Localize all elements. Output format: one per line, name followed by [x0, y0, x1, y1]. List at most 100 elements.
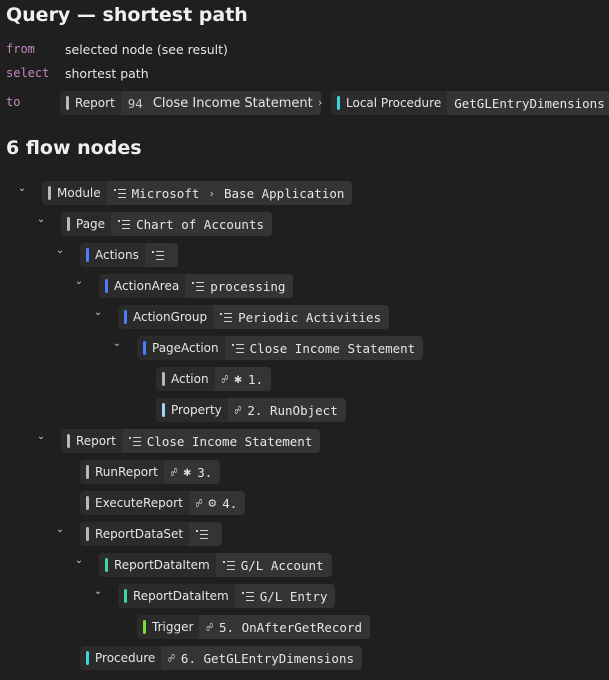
- node-value: 1.: [248, 371, 264, 387]
- flow-node[interactable]: PageAction Close Income Statement: [137, 336, 424, 360]
- kind-color-bar: [124, 589, 127, 603]
- chevron-down-icon[interactable]: ⌄: [74, 276, 84, 287]
- object-id: 94: [127, 95, 143, 111]
- node-value: G/L Entry: [259, 588, 328, 604]
- node-value: 3.: [197, 464, 213, 480]
- chevron-down-icon[interactable]: ⌄: [17, 183, 27, 194]
- flow-node[interactable]: Trigger ☍ 5. OnAfterGetRecord: [137, 615, 371, 639]
- chevron-down-icon[interactable]: ⌄: [55, 245, 65, 256]
- chevron-down-icon[interactable]: ⌄: [36, 431, 46, 442]
- node-value: processing: [210, 278, 286, 294]
- to-target-chip[interactable]: Local Procedure GetGLEntryDimensions: [331, 91, 609, 115]
- query-from-value: selected node (see result): [65, 42, 228, 57]
- chevron-down-icon[interactable]: ⌄: [112, 338, 122, 349]
- gear-icon: ⚙: [208, 495, 217, 511]
- node-kind: ExecuteReport: [95, 496, 183, 510]
- query-from-keyword: from: [6, 42, 35, 56]
- chip-kind: Local Procedure: [346, 96, 442, 110]
- list-icon: [128, 436, 141, 446]
- flow-node[interactable]: ActionGroup Periodic Activities: [118, 305, 390, 329]
- node-kind: ReportDataSet: [95, 527, 184, 541]
- chip-kind: Report: [75, 96, 115, 110]
- list-icon: [192, 281, 205, 291]
- node-kind: ActionGroup: [133, 310, 208, 324]
- node-kind: Report: [76, 434, 116, 448]
- node-kind: ReportDataItem: [114, 558, 210, 572]
- kind-color-bar: [143, 620, 146, 634]
- action-icon: ✱: [183, 464, 192, 480]
- list-icon: [241, 591, 254, 601]
- node-kind: Procedure: [95, 651, 156, 665]
- query-to-keyword: to: [6, 95, 21, 109]
- kind-color-bar: [105, 279, 108, 293]
- flow-node[interactable]: RunReport ☍ ✱ 3.: [80, 460, 221, 484]
- flow-node[interactable]: ReportDataItem G/L Account: [99, 553, 332, 577]
- node-value: Periodic Activities: [238, 309, 382, 325]
- flow-node[interactable]: Property ☍ 2. RunObject: [156, 398, 346, 422]
- action-icon: ✱: [234, 371, 243, 387]
- kind-color-bar: [67, 217, 70, 231]
- kind-color-bar: [86, 248, 89, 262]
- kind-color-bar: [162, 372, 165, 386]
- kind-color-bar: [86, 465, 89, 479]
- link-icon: ☍: [206, 620, 214, 634]
- node-value: G/L Account: [240, 557, 324, 573]
- chevron-right-icon: ›: [318, 96, 323, 109]
- kind-color-bar: [66, 96, 69, 110]
- query-select-value: shortest path: [65, 66, 149, 81]
- kind-color-bar: [143, 341, 146, 355]
- node-value: Microsoft: [131, 185, 200, 201]
- flow-node[interactable]: ReportDataItem G/L Entry: [118, 584, 336, 608]
- flow-node[interactable]: Action☍✱1.: [156, 367, 272, 391]
- kind-color-bar: [124, 310, 127, 324]
- list-icon: [231, 343, 244, 353]
- link-icon: ☍: [195, 496, 203, 510]
- kind-color-bar: [86, 527, 89, 541]
- query-select-keyword: select: [6, 66, 50, 80]
- node-value: 2. RunObject: [247, 402, 338, 418]
- flow-node[interactable]: Actions: [80, 243, 178, 267]
- node-value: Close Income Statement: [249, 340, 416, 356]
- node-kind: ReportDataItem: [133, 589, 229, 603]
- node-value: Base Application: [224, 185, 345, 201]
- node-kind: Actions: [95, 248, 139, 262]
- flow-title: 6 flow nodes: [6, 137, 142, 159]
- node-kind: Page: [76, 217, 106, 231]
- flow-node[interactable]: ReportDataSet: [80, 522, 223, 546]
- chevron-down-icon[interactable]: ⌄: [93, 307, 103, 318]
- list-icon: [220, 312, 233, 322]
- list-icon: [196, 529, 209, 539]
- node-kind: RunReport: [95, 465, 158, 479]
- flow-node[interactable]: ExecuteReport ☍ ⚙ 4.: [80, 491, 246, 515]
- list-icon: [113, 188, 126, 198]
- chevron-down-icon[interactable]: ⌄: [55, 524, 65, 535]
- chevron-down-icon[interactable]: ⌄: [74, 555, 84, 566]
- node-value: 5. OnAfterGetRecord: [219, 619, 363, 635]
- link-icon: ☍: [234, 403, 242, 417]
- chevron-down-icon[interactable]: ⌄: [36, 214, 46, 225]
- object-name: GetGLEntryDimensions: [454, 95, 605, 111]
- node-kind: Action: [171, 372, 209, 386]
- flow-node[interactable]: Procedure ☍ 6. GetGLEntryDimensions: [80, 646, 363, 670]
- node-value: 6. GetGLEntryDimensions: [180, 650, 355, 666]
- kind-color-bar: [67, 434, 70, 448]
- node-value: 4.: [222, 495, 238, 511]
- link-icon: ☍: [170, 465, 178, 479]
- node-kind: PageAction: [152, 341, 219, 355]
- kind-color-bar: [162, 403, 165, 417]
- flow-node[interactable]: ActionArea processing: [99, 274, 294, 298]
- node-kind: Trigger: [152, 620, 194, 634]
- link-icon: ☍: [168, 651, 175, 665]
- node-kind: ActionArea: [114, 279, 180, 293]
- list-icon: [118, 219, 131, 229]
- node-kind: Module: [57, 186, 101, 200]
- list-icon: [222, 560, 235, 570]
- to-source-chip[interactable]: Report 94 Close Income Statement: [60, 91, 321, 115]
- chevron-down-icon[interactable]: ⌄: [93, 586, 103, 597]
- page-title: Query — shortest path: [6, 4, 248, 26]
- node-kind: Property: [171, 403, 222, 417]
- kind-color-bar: [105, 558, 108, 572]
